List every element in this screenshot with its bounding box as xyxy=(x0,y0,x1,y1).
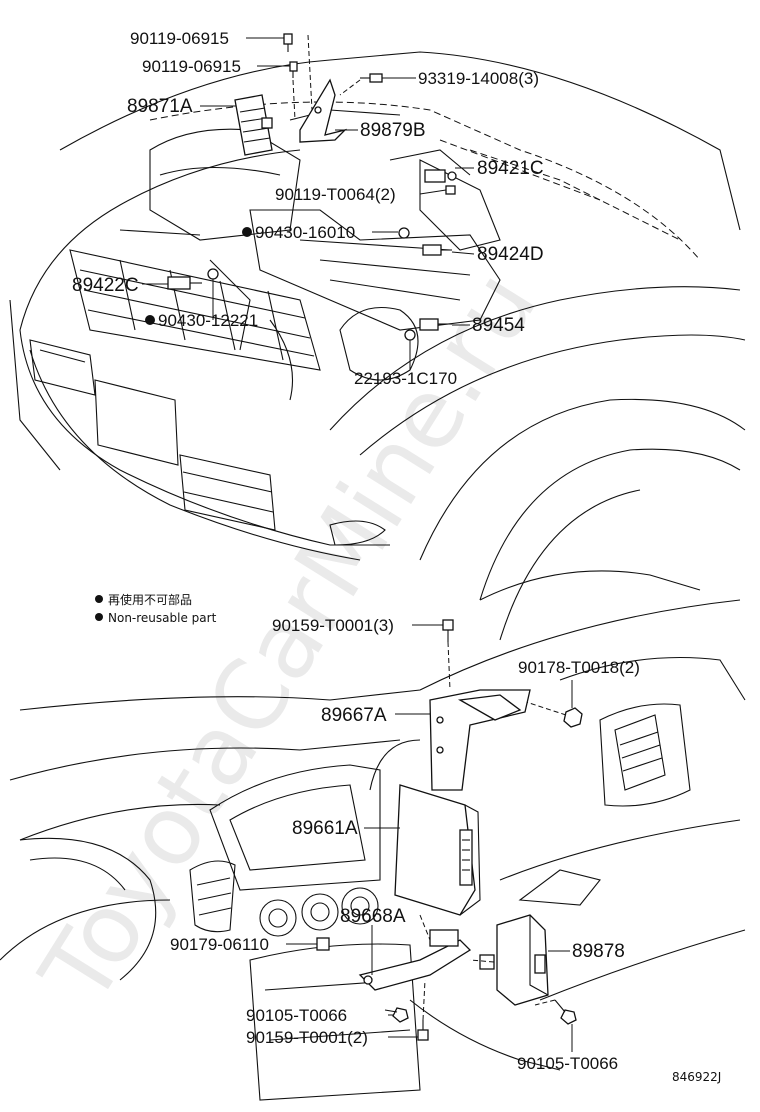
label-89878: 89878 xyxy=(572,941,625,962)
gasket-90430-12221 xyxy=(207,268,219,280)
legend-en: Non-reusable part xyxy=(108,611,217,625)
label-89454: 89454 xyxy=(472,315,525,336)
bolt-90105-T0066-b xyxy=(554,999,577,1025)
ecu-89661A xyxy=(394,784,481,916)
legend-bullet xyxy=(95,595,103,603)
label-89879B: 89879B xyxy=(360,120,426,141)
label-90430-12221: 90430-12221 xyxy=(158,311,258,330)
sensor-89422C xyxy=(167,276,202,290)
label-89422C: 89422C xyxy=(72,275,139,296)
non-reusable-marker xyxy=(145,315,155,325)
label-90119-06915-b: 90119-06915 xyxy=(142,57,241,76)
label-93319-14008: 93319-14008(3) xyxy=(418,69,539,88)
bracket-89879B xyxy=(299,78,348,143)
dash-guide xyxy=(339,79,361,96)
label-22193-1C170: 22193-1C170 xyxy=(354,369,457,388)
dash-guide xyxy=(292,79,296,121)
label-89421C: 89421C xyxy=(477,158,544,179)
sensor-89871A xyxy=(234,94,273,156)
legend: 再使用不可部品 Non-reusable part xyxy=(95,592,217,625)
dash-guide xyxy=(307,34,313,111)
dash-guide xyxy=(447,641,451,691)
label-90159-T0001-3: 90159-T0001(3) xyxy=(272,616,394,635)
label-90178-T0018: 90178-T0018(2) xyxy=(518,658,640,677)
dash-guide xyxy=(419,914,431,941)
bolt-90159-T0001-3 xyxy=(442,619,454,642)
top-leaders xyxy=(142,37,475,370)
legend-jp: 再使用不可部品 xyxy=(108,592,192,607)
bracket-89667A xyxy=(429,689,531,791)
label-90179-06110: 90179-06110 xyxy=(170,935,269,954)
gasket-22193-1C170 xyxy=(404,329,416,341)
label-89661A: 89661A xyxy=(292,818,358,839)
label-89667A: 89667A xyxy=(321,705,387,726)
bracket-89668A xyxy=(358,929,472,991)
bolt-90119-06915-b xyxy=(289,61,298,78)
sensor-89454 xyxy=(419,318,452,331)
dash-guide xyxy=(469,959,495,963)
bottom-leaders xyxy=(286,624,573,1052)
nut-90178-T0018 xyxy=(563,707,583,728)
label-89668A: 89668A xyxy=(340,906,406,927)
label-90105-T0066-a: 90105-T0066 xyxy=(246,1006,347,1025)
bolt-90119-T0064 xyxy=(445,185,456,195)
label-89871A: 89871A xyxy=(127,96,193,117)
diagram-code: 846922J xyxy=(672,1070,721,1084)
clip-90179-06110 xyxy=(316,937,330,951)
bolt-90159-T0001-2 xyxy=(417,1020,429,1041)
label-90119-T0064: 90119-T0064(2) xyxy=(275,185,396,204)
engine-bay-illustration xyxy=(9,51,746,641)
label-90159-T0001-2: 90159-T0001(2) xyxy=(246,1028,368,1047)
label-90430-16010: 90430-16010 xyxy=(255,223,355,242)
label-90119-06915-a: 90119-06915 xyxy=(130,29,229,48)
bolt-90105-T0066-a xyxy=(384,1007,409,1023)
sensor-89421C xyxy=(424,169,457,183)
non-reusable-marker xyxy=(242,227,252,237)
dash-guide xyxy=(534,999,556,1006)
bolt-93319-14008 xyxy=(360,73,383,83)
dash-guide xyxy=(422,979,426,1021)
bolt-90119-06915-a xyxy=(283,33,293,52)
label-90105-T0066-b: 90105-T0066 xyxy=(517,1054,618,1073)
sensor-89424D xyxy=(422,244,452,256)
dashboard-illustration xyxy=(0,570,746,1101)
top-parts xyxy=(167,33,457,341)
label-89424D: 89424D xyxy=(477,244,544,265)
module-89878 xyxy=(479,914,549,1006)
legend-bullet xyxy=(95,613,103,621)
gasket-90430-16010 xyxy=(398,227,410,239)
